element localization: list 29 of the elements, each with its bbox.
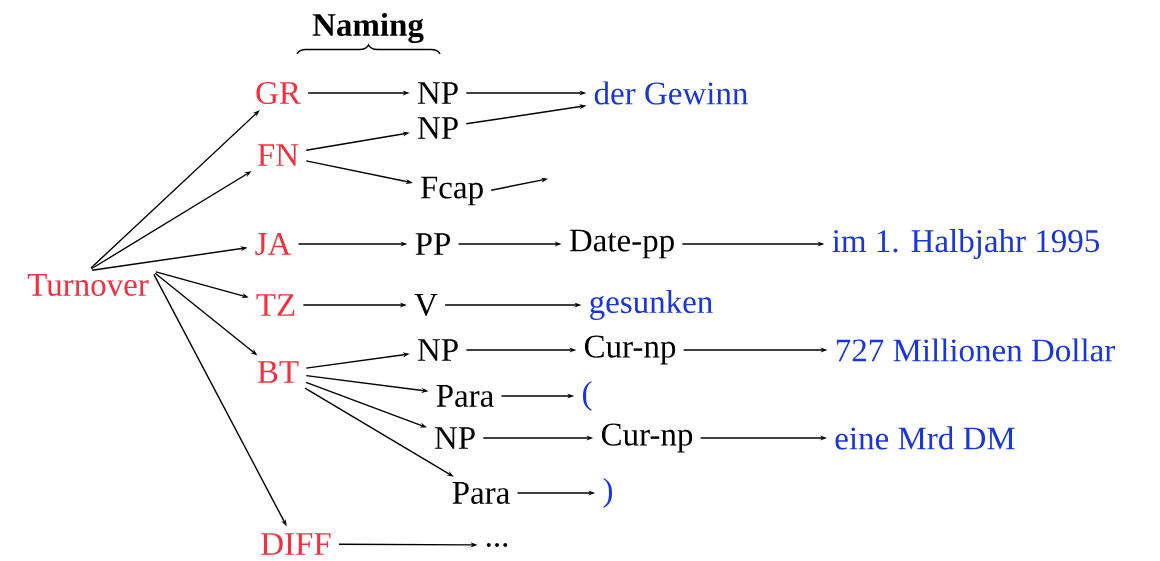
label-text: JA [255, 232, 292, 256]
label-text: BT [257, 361, 299, 383]
label-text: Date-pp [569, 229, 674, 259]
label-text: NP [417, 82, 458, 104]
label-text: ) [603, 478, 613, 508]
label-text: Cur-np [601, 423, 693, 453]
label-text: Turnover [27, 274, 149, 296]
heading: Naming [312, 12, 424, 44]
label-text: GR [256, 81, 301, 105]
label-text: NP [417, 117, 458, 139]
label-text: NP [434, 427, 475, 449]
arrow [90, 110, 260, 269]
label-text: der Gewinn [594, 81, 748, 105]
label-text: im 1. Halbjahr 1995 [832, 229, 1099, 259]
label-text: gesunken [590, 290, 713, 320]
label-text: Para [436, 385, 494, 407]
label-text: V [414, 293, 438, 317]
label-text: PP [415, 233, 451, 255]
label-text: ( [582, 381, 592, 411]
label-text: ... [486, 543, 508, 547]
label-text: eine Mrd DM [835, 426, 1015, 450]
label-text: Fcap [420, 176, 483, 206]
label-text: FN [257, 144, 299, 166]
label-text: Para [452, 482, 510, 504]
label-text: 727 Millionen Dollar [836, 338, 1115, 362]
label-text: NP [417, 339, 458, 361]
label-text: TZ [256, 294, 295, 316]
label-text: Cur-np [584, 335, 676, 365]
label-text: DIFF [261, 533, 331, 555]
